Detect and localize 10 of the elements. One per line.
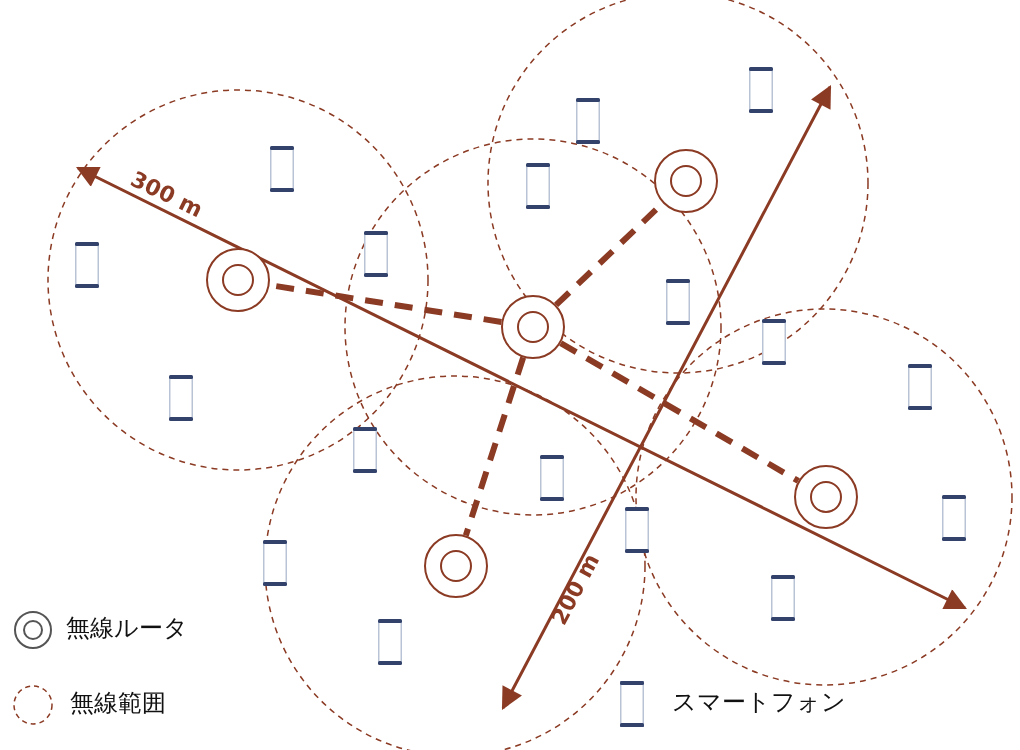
router-node	[501, 295, 565, 359]
router-node	[206, 248, 270, 312]
legend-label: 無線ルータ	[66, 616, 188, 640]
router-node	[654, 149, 718, 213]
legend-label: 無線範囲	[70, 691, 166, 715]
router-node	[794, 465, 858, 529]
legend-label: スマートフォン	[672, 690, 846, 714]
connection-line	[559, 340, 800, 484]
dimension-label: 300 m	[127, 168, 206, 222]
router-node	[424, 534, 488, 598]
